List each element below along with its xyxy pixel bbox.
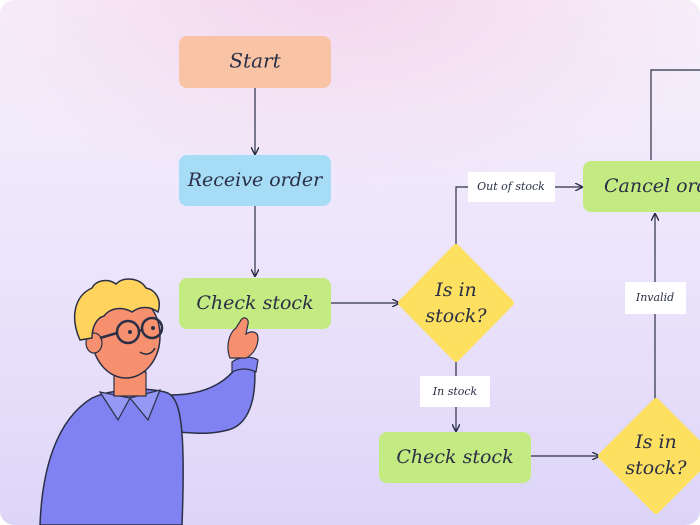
node-decision-2-line1: Is in — [634, 431, 677, 453]
person-eye-left — [128, 330, 132, 334]
person-eye-right — [151, 326, 155, 330]
person-illustration — [39, 278, 259, 525]
edge-decision1-to-outofstock — [455, 186, 468, 248]
node-decision-2-line2: stock? — [625, 457, 687, 479]
person-hair — [73, 278, 160, 341]
node-start[interactable]: Start — [179, 36, 331, 88]
edge-label-invalid: Invalid — [625, 282, 686, 314]
node-cancel-order-label: Cancel orde — [604, 175, 700, 197]
node-decision-2[interactable]: Is in stock? — [598, 398, 700, 514]
edge-label-out-of-stock-text: Out of stock — [477, 180, 545, 193]
node-check-stock-2-label: Check stock — [396, 446, 513, 468]
person-arm — [169, 358, 256, 435]
node-start-label: Start — [229, 49, 281, 73]
person-glasses-right-lens — [140, 316, 164, 340]
person-glasses-arm — [99, 331, 118, 340]
node-decision-1-line2: stock? — [425, 305, 487, 327]
node-receive-order-label: Receive order — [187, 169, 324, 191]
edge-top-loop — [650, 69, 700, 160]
connectors — [255, 69, 700, 456]
person-glasses-left-lens — [115, 319, 141, 345]
node-decision-1[interactable]: Is in stock? — [398, 244, 514, 362]
node-check-stock-2[interactable]: Check stock — [379, 432, 531, 483]
node-check-stock-1[interactable]: Check stock — [179, 278, 331, 329]
edge-label-in-stock: In stock — [420, 376, 490, 407]
node-cancel-order[interactable]: Cancel orde — [583, 161, 700, 212]
edge-label-invalid-text: Invalid — [635, 291, 674, 304]
node-decision-1-line1: Is in — [434, 279, 477, 301]
node-check-stock-1-label: Check stock — [196, 292, 313, 314]
edge-label-in-stock-text: In stock — [432, 385, 478, 398]
person-hand — [227, 317, 259, 359]
node-receive-order[interactable]: Receive order — [179, 155, 331, 206]
person-glasses-bridge — [138, 328, 143, 333]
edge-label-out-of-stock: Out of stock — [468, 172, 555, 202]
person-smile — [139, 347, 156, 355]
